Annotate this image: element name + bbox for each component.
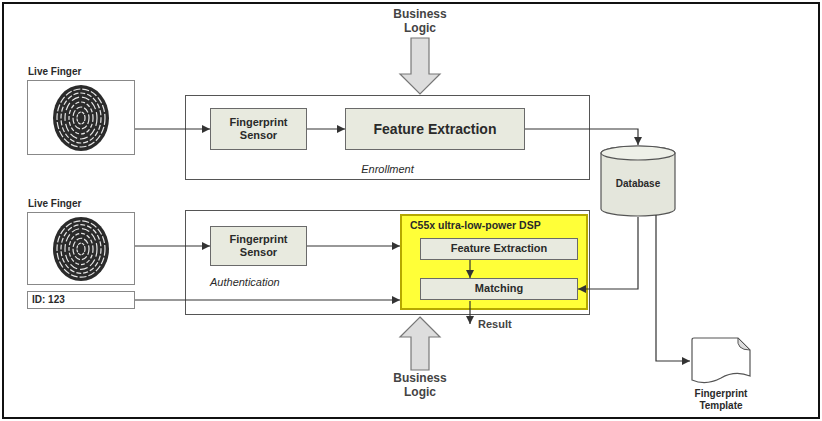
connector-arrow (525, 129, 638, 145)
live-finger-panel: Live Finger (27, 212, 135, 285)
node-label: C55x ultra-low-power DSP (410, 219, 541, 232)
fingerprint-image (28, 81, 134, 154)
connector-arrow (656, 215, 690, 361)
result-arrow (469, 301, 470, 324)
block-arrow (400, 317, 440, 370)
result-label: Result (478, 318, 538, 331)
fingerprint-image (28, 213, 134, 284)
node-label: Fingerprint Sensor (215, 116, 302, 142)
node-label: Database (616, 178, 660, 190)
database-cylinder: Database (600, 145, 676, 217)
live-finger-panel: Live Finger (27, 80, 135, 155)
id-field: ID: 123 (27, 291, 135, 309)
node-label: Fingerprint Template (680, 388, 762, 412)
node-label: Live Finger (28, 66, 81, 78)
outer-frame (3, 3, 819, 418)
connector-arrow (469, 260, 470, 278)
sensor-box: Fingerprint Sensor (210, 108, 307, 150)
process-box: Feature Extraction (420, 238, 578, 260)
node-label: Authentication (210, 276, 280, 289)
node-label: ID: 123 (32, 294, 65, 306)
node-label: Enrollment (361, 163, 414, 176)
node-label: Feature Extraction (374, 121, 497, 138)
node-label: Live Finger (28, 198, 81, 210)
document-icon (690, 336, 752, 386)
template-document: Fingerprint Template (690, 336, 752, 386)
connector-arrow (135, 245, 210, 246)
connector-arrow (307, 245, 400, 246)
connector-arrow (578, 217, 638, 289)
node-label: Matching (475, 282, 523, 295)
authentication-stage: Authentication Fingerprint Sensor C55x ult… (185, 210, 590, 315)
connector-arrow (135, 128, 210, 129)
sensor-box: Fingerprint Sensor (210, 226, 307, 266)
process-box: Matching (420, 278, 578, 300)
node-label: Fingerprint Sensor (215, 233, 302, 259)
connector-arrow (135, 299, 400, 300)
connector-arrow (307, 128, 345, 129)
process-box: Feature Extraction (345, 108, 525, 150)
business-logic-label: Business Logic (385, 8, 455, 36)
business-logic-label: Business Logic (385, 372, 455, 400)
enrollment-stage: Enrollment Fingerprint Sensor Feature Extr… (185, 95, 590, 180)
dsp-box: C55x ultra-low-power DSP Feature Extracti… (400, 214, 588, 310)
block-arrow (400, 38, 440, 94)
node-label: Feature Extraction (451, 242, 548, 255)
